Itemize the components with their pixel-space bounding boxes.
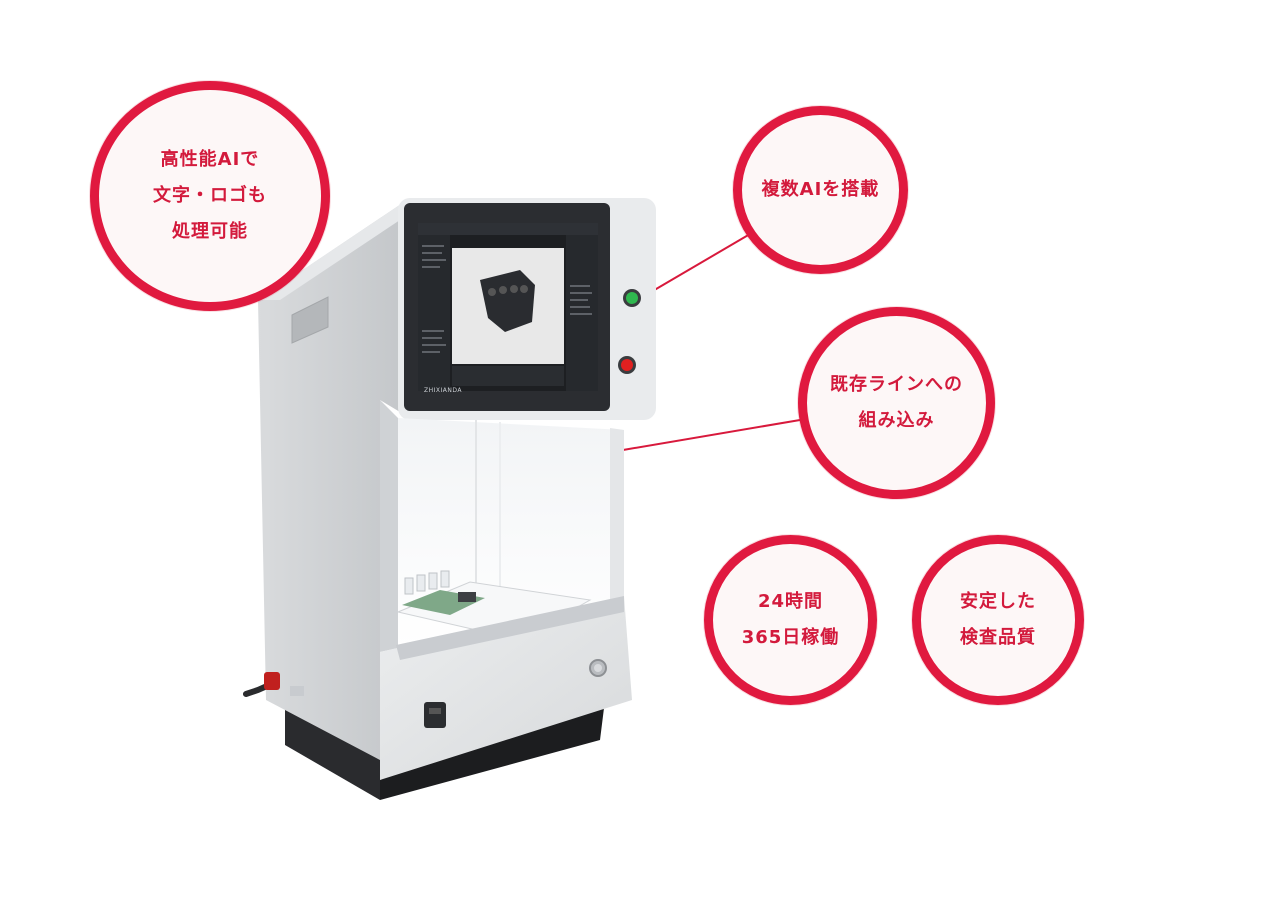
feature-label: 高性能AIで 文字・ロゴも 処理可能: [153, 149, 267, 242]
callout-line-multi-ai: [650, 233, 751, 293]
feature-label: 複数AIを搭載: [761, 179, 880, 200]
feature-bubble-ai-text-logo: 高性能AIで 文字・ロゴも 処理可能: [90, 81, 330, 311]
feature-bubble-24-7: 24時間 365日稼働: [704, 535, 877, 705]
feature-bubble-stable-quality: 安定した 検査品質: [912, 535, 1084, 705]
feature-label: 既存ラインへの 組み込み: [830, 374, 963, 431]
brand-label: ZHIXIANDA: [424, 387, 462, 394]
callout-line-integration: [622, 419, 801, 451]
feature-label: 24時間 365日稼働: [741, 591, 840, 648]
power-socket: [424, 702, 446, 728]
feature-bubble-multiple-ai: 複数AIを搭載: [733, 106, 908, 274]
side-vent: [291, 296, 329, 344]
feature-bubble-line-integration: 既存ラインへの 組み込み: [798, 307, 995, 499]
screen-part-image: [480, 270, 535, 332]
feature-label: 安定した 検査品質: [960, 591, 1036, 648]
